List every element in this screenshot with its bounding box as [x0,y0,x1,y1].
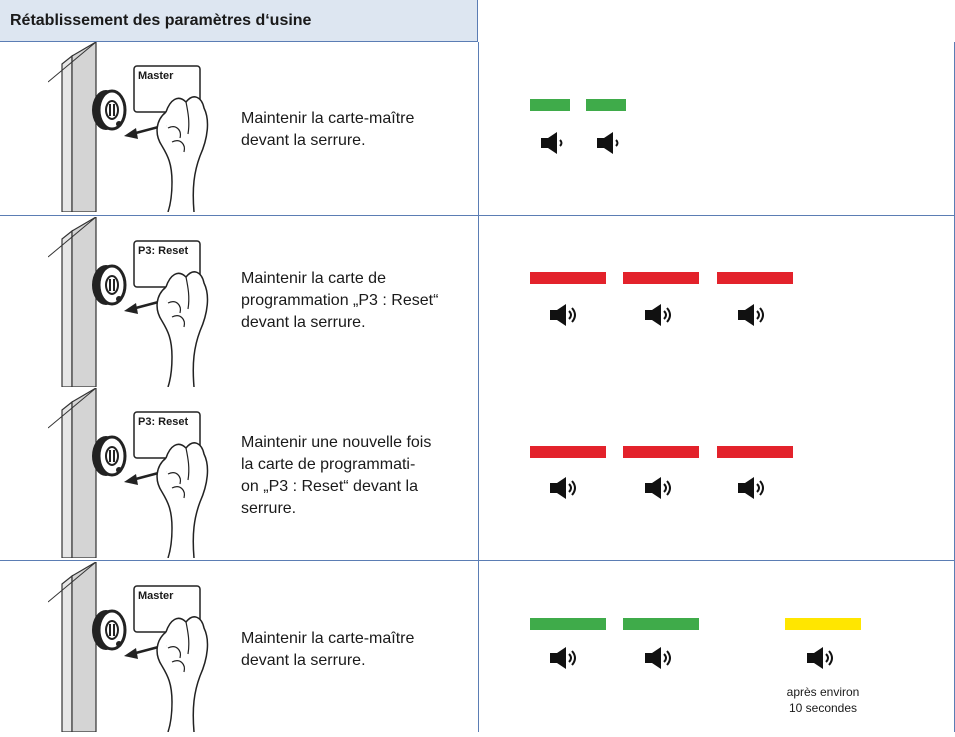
speaker-long-beep-icon [737,304,769,326]
column-divider [478,42,479,732]
step-instruction: Maintenir la carte-maître devant la serr… [241,630,415,669]
led-red [623,272,699,284]
speaker-long-beep-icon [737,477,769,499]
card-label: P3: Reset [138,416,189,428]
lock-illustration: P3: Reset [48,388,218,558]
step-instruction: Maintenir une nouvelle fois la carte de … [241,434,432,517]
card-label: Master [138,70,174,82]
led-green [586,99,626,111]
led-red [623,446,699,458]
lock-illustration: Master [48,42,218,212]
speaker-long-beep-icon [549,304,581,326]
step-instruction: Maintenir la carte-maître devant la serr… [241,110,415,149]
led-green [530,618,606,630]
led-red [530,272,606,284]
speaker-short-beep-icon [540,132,572,154]
delay-note: après environ 10 secondes [786,685,860,715]
section-title: Rétablissement des paramètres d‘usine [10,12,312,29]
led-green [530,99,570,111]
speaker-long-beep-icon [644,477,676,499]
section-header: Rétablissement des paramètres d‘usine [0,0,478,42]
step-instruction: Maintenir la carte de programmation „P3 … [241,270,439,331]
speaker-long-beep-icon [806,647,838,669]
led-red [717,272,793,284]
speaker-long-beep-icon [644,647,676,669]
row-divider-1 [0,215,955,216]
led-yellow [785,618,861,630]
led-red [717,446,793,458]
card-label: P3: Reset [138,245,189,257]
speaker-long-beep-icon [549,647,581,669]
row-divider-2 [0,560,955,561]
lock-illustration: P3: Reset [48,217,218,387]
card-label: Master [138,590,174,602]
speaker-long-beep-icon [549,477,581,499]
speaker-long-beep-icon [644,304,676,326]
lock-illustration: Master [48,562,218,732]
speaker-short-beep-icon [596,132,628,154]
led-green [623,618,699,630]
led-red [530,446,606,458]
